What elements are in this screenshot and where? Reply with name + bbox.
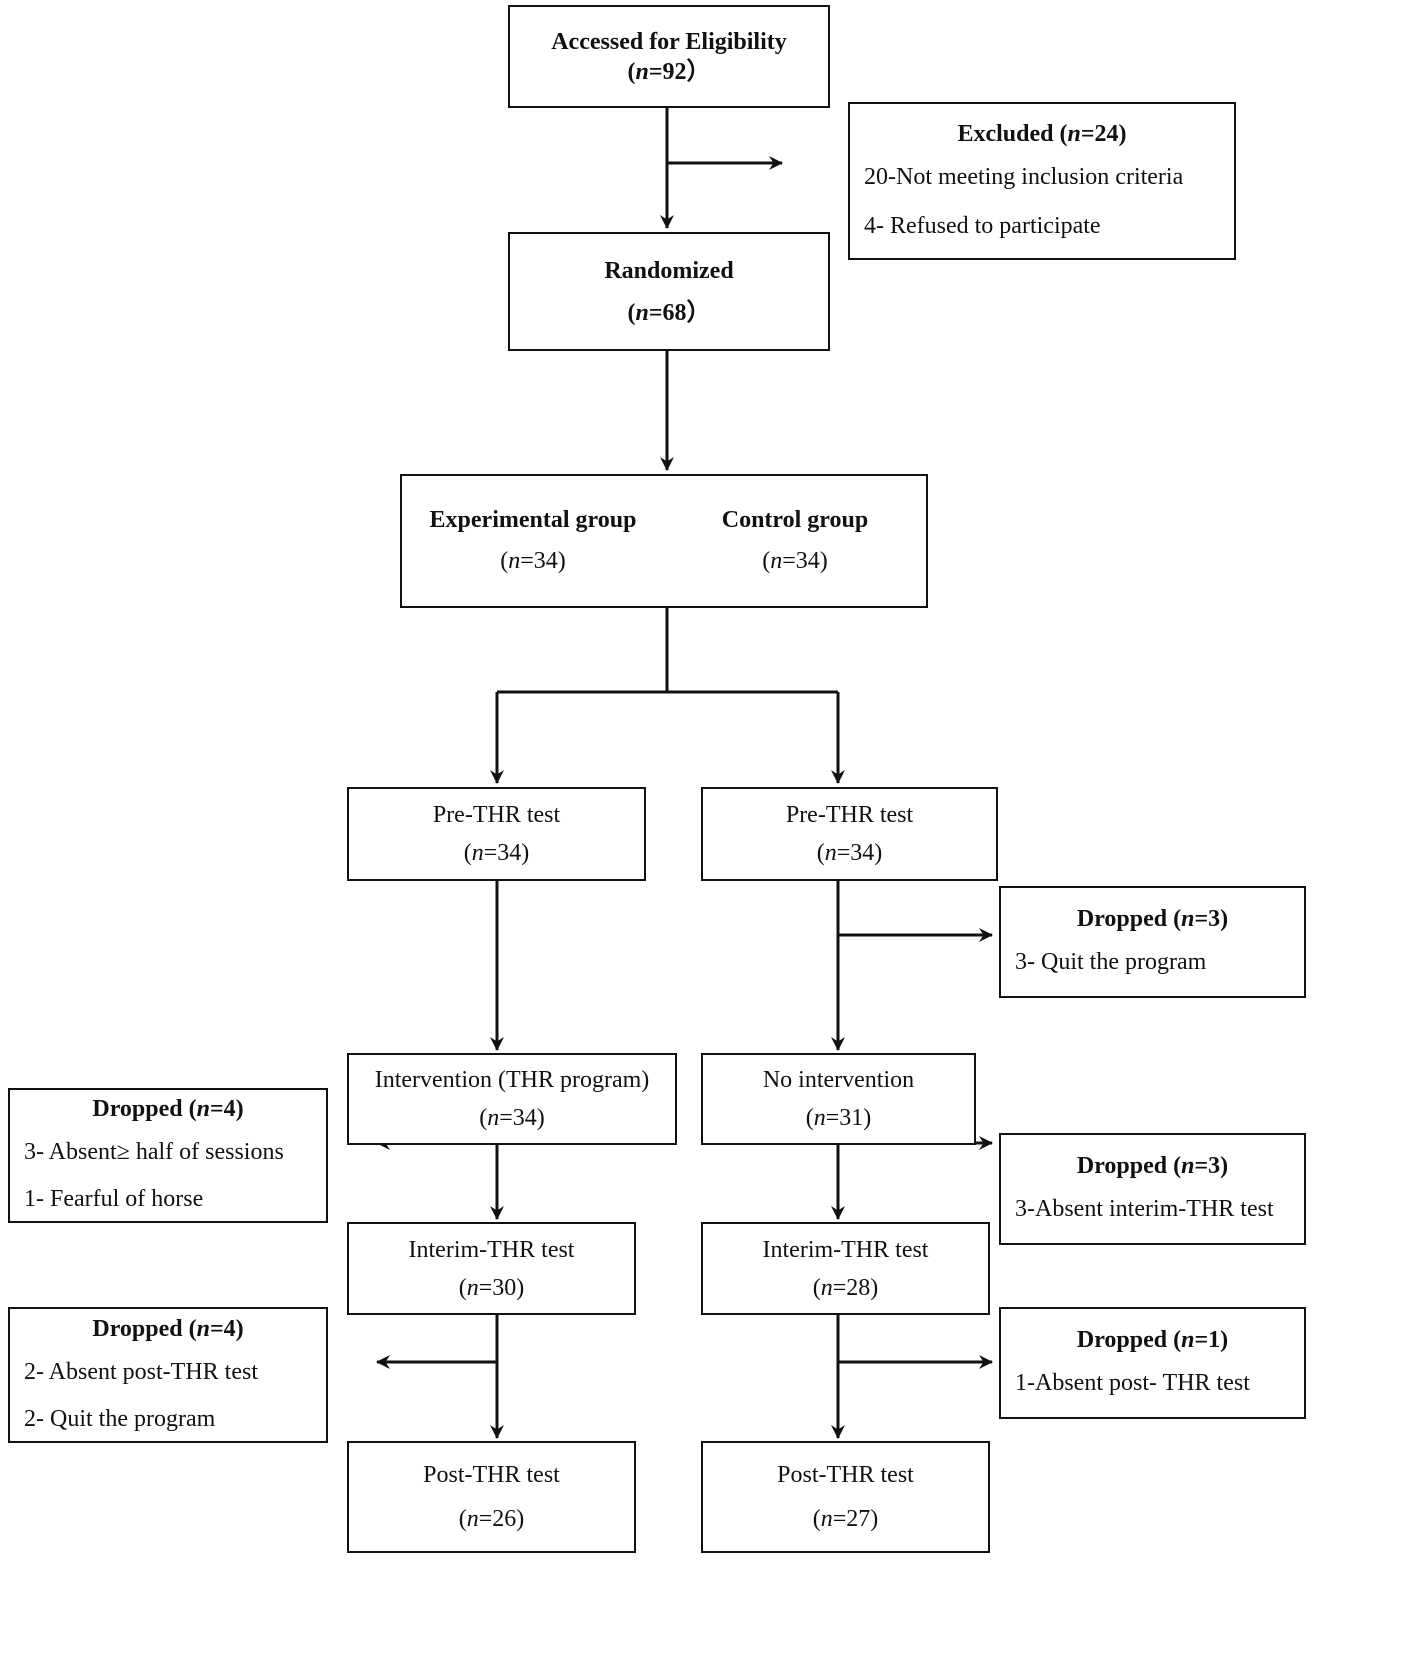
node-title: Experimental group bbox=[429, 506, 637, 533]
node-title: Interim-THR test bbox=[762, 1236, 929, 1263]
node-title: Post-THR test bbox=[423, 1462, 560, 1488]
node-groups: Experimental group (n=34) Control group … bbox=[400, 474, 928, 608]
node-count: (n=28) bbox=[812, 1274, 879, 1301]
node-experimental-group: Experimental group (n=34) bbox=[402, 476, 664, 606]
node-count: (n=34) bbox=[463, 840, 530, 866]
node-title: Interim-THR test bbox=[408, 1236, 575, 1263]
node-post-thr-experimental: Post-THR test (n=26) bbox=[347, 1441, 636, 1553]
note-title: Dropped (n=4) bbox=[92, 1315, 244, 1342]
node-title: Pre-THR test bbox=[785, 802, 914, 828]
node-title: Pre-THR test bbox=[432, 802, 561, 828]
node-count: (n=92） bbox=[627, 58, 711, 85]
note-title: Dropped (n=3) bbox=[1076, 906, 1229, 932]
node-count: (n=34) bbox=[479, 1105, 545, 1131]
note-line: 3-Absent interim-THR test bbox=[1015, 1196, 1274, 1223]
note-title: Dropped (n=4) bbox=[92, 1096, 244, 1123]
note-line: 1-Absent post- THR test bbox=[1015, 1370, 1250, 1397]
node-no-intervention: No intervention (n=31) bbox=[701, 1053, 976, 1145]
node-title: Randomized bbox=[604, 257, 734, 284]
note-line: 20-Not meeting inclusion criteria bbox=[864, 163, 1184, 190]
node-dropped-control-3: Dropped (n=1) 1-Absent post- THR test bbox=[999, 1307, 1306, 1419]
note-title: Dropped (n=1) bbox=[1076, 1327, 1229, 1353]
node-intervention: Intervention (THR program) (n=34) bbox=[347, 1053, 677, 1145]
node-dropped-control-1: Dropped (n=3) 3- Quit the program bbox=[999, 886, 1306, 998]
node-count: (n=26) bbox=[458, 1506, 525, 1532]
node-pre-thr-experimental: Pre-THR test (n=34) bbox=[347, 787, 646, 881]
node-excluded: Excluded (n=24) 20-Not meeting inclusion… bbox=[848, 102, 1236, 260]
node-count: (n=31) bbox=[805, 1105, 872, 1131]
node-count: (n=27) bbox=[812, 1506, 879, 1532]
node-count: (n=34) bbox=[762, 548, 828, 574]
node-title: Accessed for Eligibility bbox=[551, 28, 787, 55]
node-count: (n=68） bbox=[627, 299, 711, 326]
note-title: Dropped (n=3) bbox=[1076, 1153, 1229, 1179]
node-title: Control group bbox=[721, 506, 869, 533]
node-count: (n=34) bbox=[500, 548, 566, 574]
node-count: (n=34) bbox=[816, 840, 883, 866]
node-title: No intervention bbox=[762, 1067, 915, 1093]
node-post-thr-control: Post-THR test (n=27) bbox=[701, 1441, 990, 1553]
note-line: 3- Absent≥ half of sessions bbox=[24, 1139, 284, 1166]
node-title: Intervention (THR program) bbox=[374, 1067, 650, 1093]
note-title: Excluded (n=24) bbox=[957, 120, 1127, 147]
note-line: 3- Quit the program bbox=[1015, 949, 1207, 976]
note-line: 2- Quit the program bbox=[24, 1405, 216, 1432]
node-interim-thr-experimental: Interim-THR test (n=30) bbox=[347, 1222, 636, 1315]
node-interim-thr-control: Interim-THR test (n=28) bbox=[701, 1222, 990, 1315]
node-randomized: Randomized (n=68） bbox=[508, 232, 830, 351]
node-title: Post-THR test bbox=[777, 1462, 914, 1488]
note-line: 4- Refused to participate bbox=[864, 212, 1101, 239]
node-pre-thr-control: Pre-THR test (n=34) bbox=[701, 787, 998, 881]
note-line: 1- Fearful of horse bbox=[24, 1186, 204, 1213]
note-line: 2- Absent post-THR test bbox=[24, 1358, 258, 1385]
node-dropped-experimental-2: Dropped (n=4) 2- Absent post-THR test 2-… bbox=[8, 1307, 328, 1443]
node-count: (n=30) bbox=[458, 1274, 525, 1301]
node-dropped-experimental-1: Dropped (n=4) 3- Absent≥ half of session… bbox=[8, 1088, 328, 1223]
node-control-group: Control group (n=34) bbox=[664, 476, 926, 606]
node-accessed-for-eligibility: Accessed for Eligibility (n=92） bbox=[508, 5, 830, 108]
node-dropped-control-2: Dropped (n=3) 3-Absent interim-THR test bbox=[999, 1133, 1306, 1245]
